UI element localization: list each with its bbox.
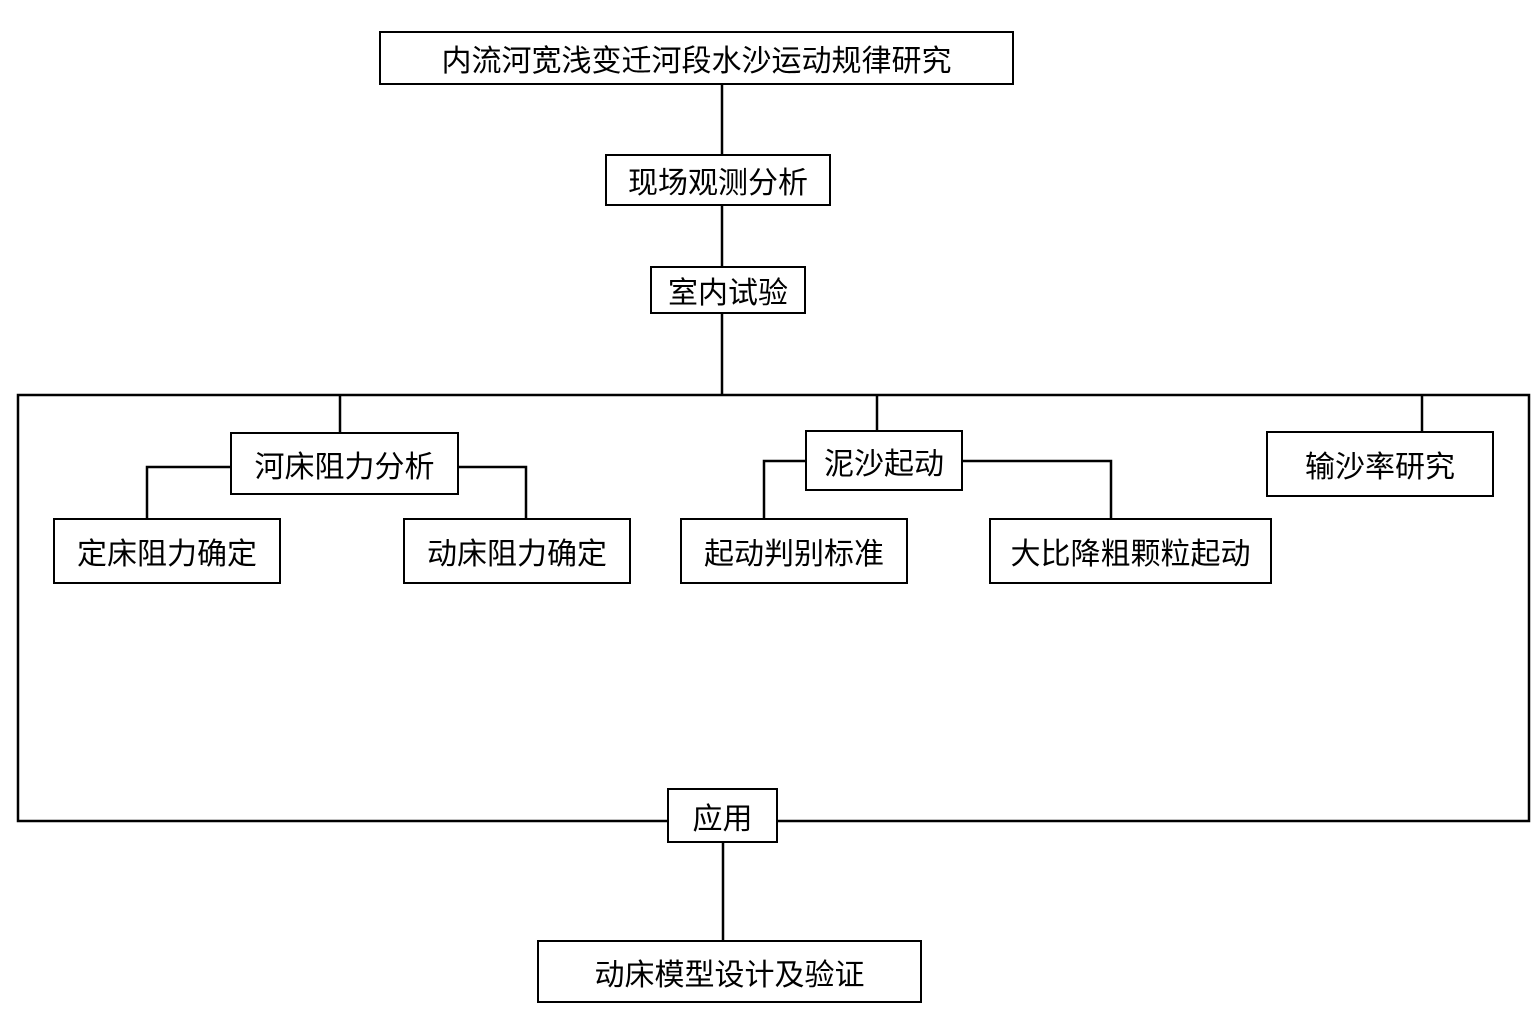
connector-resistance-to-fixed bbox=[145, 465, 230, 518]
node-fixed-bed-resistance: 定床阻力确定 bbox=[53, 518, 281, 584]
node-incipient-criterion-label: 起动判别标准 bbox=[704, 537, 884, 572]
node-coarse-particle-incipient-label: 大比降粗颗粒起动 bbox=[1010, 537, 1251, 572]
connector-sediment-to-coarse bbox=[963, 459, 1113, 518]
node-bed-resistance-label: 河床阻力分析 bbox=[254, 449, 435, 485]
node-field-observation-label: 现场观测分析 bbox=[628, 166, 808, 201]
node-transport-rate: 输沙率研究 bbox=[1266, 431, 1494, 497]
node-bed-resistance: 河床阻力分析 bbox=[230, 432, 459, 495]
node-model-design-label: 动床模型设计及验证 bbox=[594, 957, 865, 993]
node-main-research: 内流河宽浅变迁河段水沙运动规律研究 bbox=[379, 31, 1014, 85]
node-application-label: 应用 bbox=[692, 801, 753, 837]
node-main-research-label: 内流河宽浅变迁河段水沙运动规律研究 bbox=[441, 44, 952, 79]
node-fixed-bed-resistance-label: 定床阻力确定 bbox=[77, 537, 257, 572]
node-model-design: 动床模型设计及验证 bbox=[537, 940, 922, 1003]
node-sediment-incipient: 泥沙起动 bbox=[805, 430, 963, 491]
node-application: 应用 bbox=[667, 788, 778, 843]
node-movable-bed-resistance-label: 动床阻力确定 bbox=[427, 537, 607, 572]
connector-resistance-to-movable bbox=[459, 465, 528, 518]
node-incipient-criterion: 起动判别标准 bbox=[680, 518, 908, 584]
connector-sediment-to-criterion bbox=[762, 459, 805, 518]
node-field-observation: 现场观测分析 bbox=[605, 154, 831, 206]
node-lab-experiment-label: 室内试验 bbox=[668, 276, 788, 311]
node-coarse-particle-incipient: 大比降粗颗粒起动 bbox=[989, 518, 1272, 584]
node-transport-rate-label: 输沙率研究 bbox=[1305, 450, 1455, 485]
node-lab-experiment: 室内试验 bbox=[650, 266, 806, 314]
node-movable-bed-resistance: 动床阻力确定 bbox=[403, 518, 631, 584]
node-sediment-incipient-label: 泥沙起动 bbox=[824, 446, 944, 482]
